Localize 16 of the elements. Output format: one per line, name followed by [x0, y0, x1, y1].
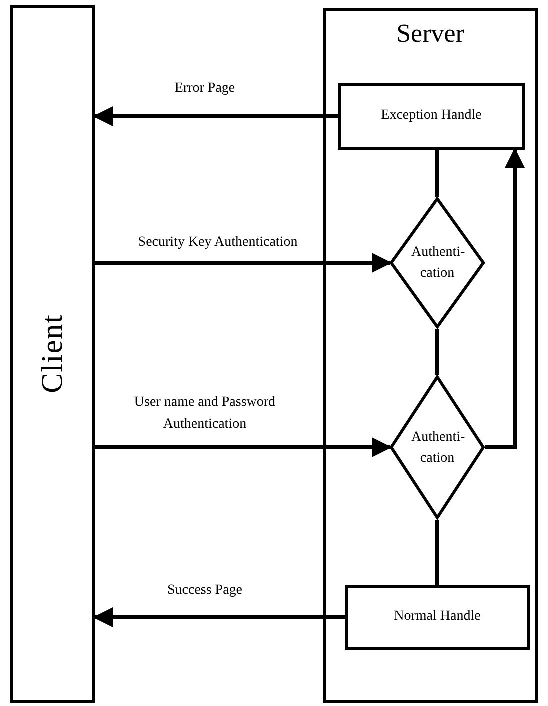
- connector-line: [436, 150, 440, 197]
- client-panel: [10, 5, 95, 703]
- connector-line: [436, 520, 440, 585]
- panel-title: Server: [396, 19, 464, 49]
- arrow: [93, 608, 345, 628]
- arrow: [485, 148, 525, 450]
- process-box: Normal Handle: [345, 585, 530, 650]
- arrow: [93, 106, 338, 126]
- server-panel: [323, 8, 538, 703]
- decision-diamond: Authenti- cation: [390, 375, 485, 520]
- decision-diamond: Authenti- cation: [390, 197, 485, 329]
- process-box: Exception Handle: [338, 83, 525, 150]
- connector-line: [436, 329, 440, 375]
- arrow: [95, 438, 392, 458]
- arrow: [95, 253, 392, 273]
- panel-title: Client: [36, 314, 70, 394]
